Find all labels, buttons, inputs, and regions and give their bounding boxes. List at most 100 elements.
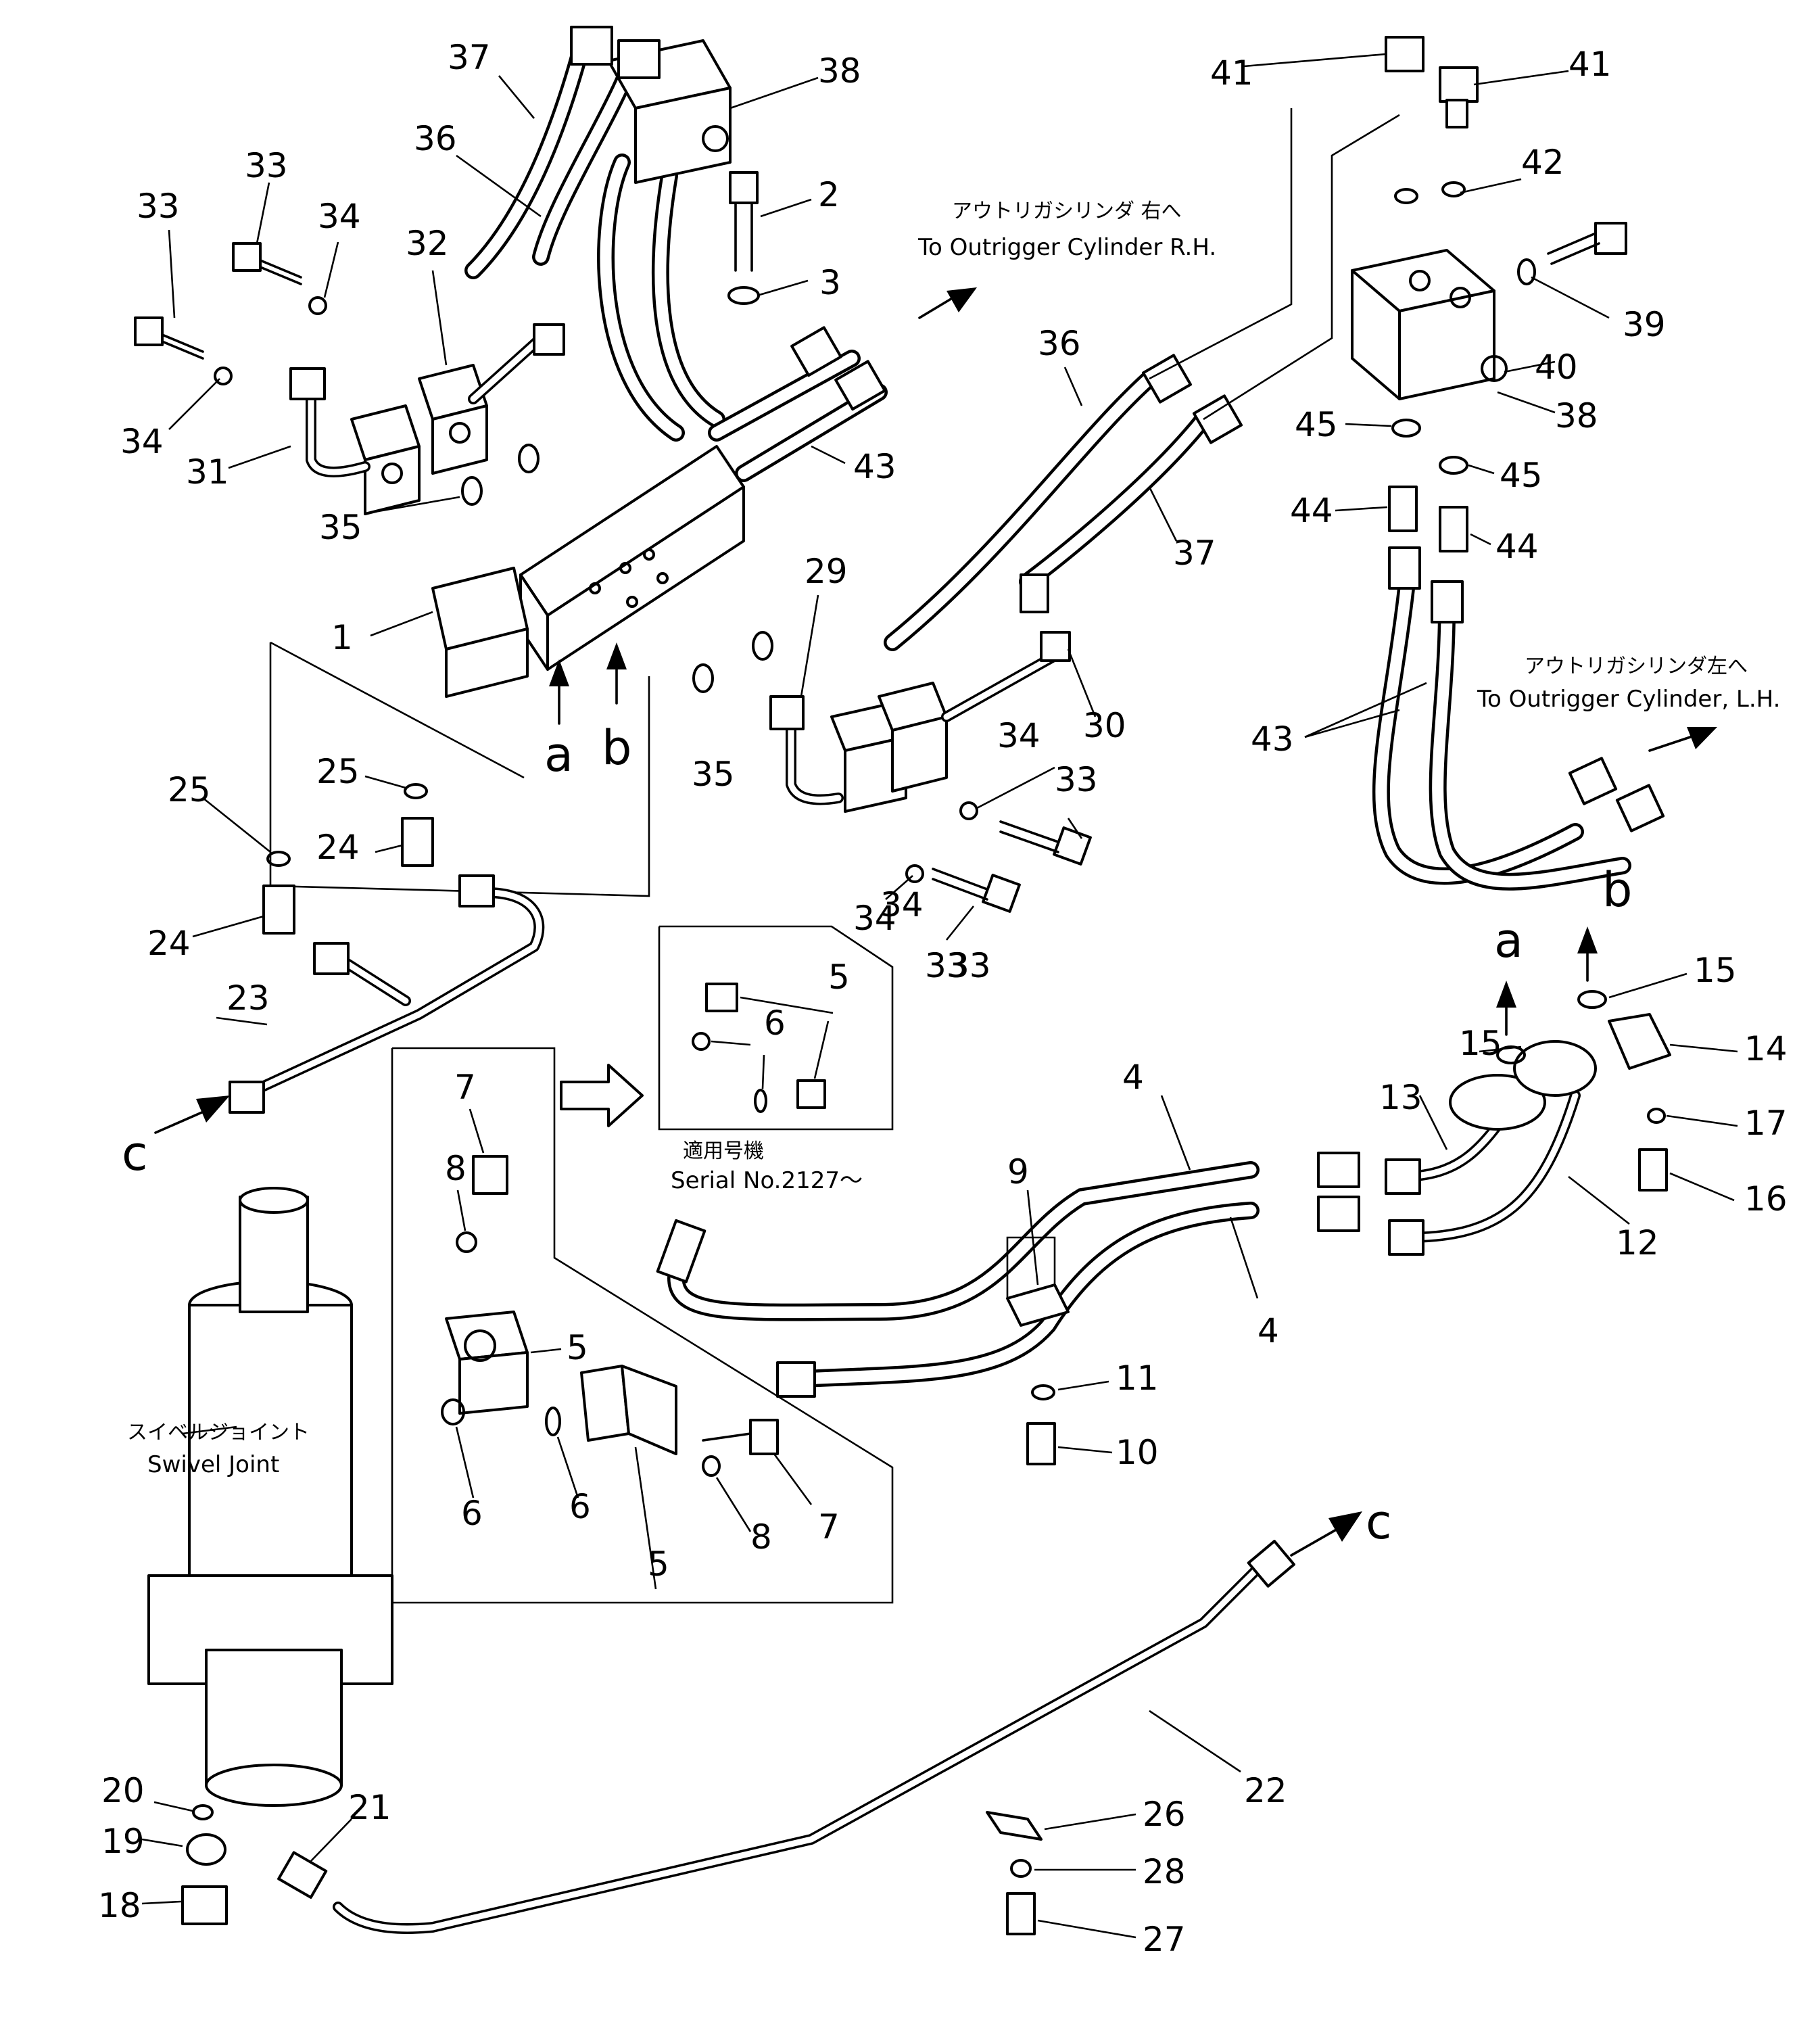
callout-7: 7 [818,1507,840,1547]
flange [1513,1040,1597,1097]
callout-41: 41 [1568,45,1612,84]
leader-lines [141,53,1738,1939]
callout-16: 16 [1744,1179,1788,1219]
callout-24: 24 [316,828,360,867]
control-valve-group [134,26,888,897]
callout-35: 35 [319,508,362,547]
o-ring [461,476,483,506]
bolt [749,1419,779,1455]
bolt [134,316,204,360]
elbow [289,367,326,400]
swivel-joint [147,1187,393,1925]
callout-15: 15 [1694,951,1737,990]
callout-5: 5 [648,1544,669,1584]
washer [1031,1384,1055,1400]
washer [214,367,233,385]
callout-1: 1 [331,618,353,657]
elbow-fitting [1385,36,1424,72]
callout-14: 14 [1744,1029,1788,1068]
callout-10: 10 [1116,1433,1159,1472]
callout-34: 34 [853,899,896,938]
o-ring [1439,456,1468,475]
callout-25: 25 [168,770,211,809]
o-ring [441,1398,465,1425]
lh-label-jp: アウトリガシリンダ左へ [1525,655,1748,678]
bolt [1638,1148,1668,1192]
bolt [472,1155,508,1195]
callout-38: 38 [1555,396,1598,435]
callout-41: 41 [1210,53,1253,93]
pipe-clamp [986,1811,1043,1841]
callout-40: 40 [1535,348,1578,387]
callout-12: 12 [1616,1223,1659,1263]
callout-3: 3 [819,263,841,302]
inset-frame [658,925,894,1131]
callout-34: 34 [880,885,924,924]
o-ring [752,631,773,661]
tee-fitting [262,885,295,935]
callout-33: 33 [1055,760,1098,799]
callout-24: 24 [147,924,191,963]
callout-37: 37 [1173,534,1216,573]
o-ring [1391,419,1421,438]
connection-letter-a: a [1494,913,1523,968]
callout-27: 27 [1143,1920,1186,1959]
callout-25: 25 [316,752,360,791]
connection-letter-c: c [122,1126,148,1181]
pipe-22-group [333,1511,1362,1935]
callout-34: 34 [318,197,361,236]
callout-33: 33 [925,946,968,985]
callout-44: 44 [1495,527,1539,566]
callout-23: 23 [226,978,270,1018]
connector [1388,486,1418,532]
connection-letter-b: b [602,720,631,776]
connector [1439,506,1468,552]
callout-7: 7 [454,1068,476,1107]
o-ring [1496,1045,1526,1064]
leader-bracket [270,641,525,779]
labels: アウトリガシリンダ 右へ To Outrigger Cylinder R.H. … [98,38,1788,1959]
washer [308,296,327,315]
callout-44: 44 [1290,491,1333,530]
callout-33: 33 [948,946,991,985]
callout-2: 2 [818,175,840,214]
callout-4: 4 [1258,1311,1279,1350]
connection-letter-c: c [1366,1494,1392,1550]
flange-block [445,1311,529,1361]
callout-21: 21 [348,1788,391,1827]
washer [456,1231,477,1253]
lh-label-en: To Outrigger Cylinder, L.H. [1477,686,1780,713]
serial-label-en: Serial No.2127～ [671,1167,863,1194]
callout-6: 6 [764,1004,786,1043]
callout-20: 20 [101,1771,145,1810]
washer [702,1455,721,1477]
o-ring [404,783,428,799]
o-ring [1577,990,1607,1009]
elbow-fitting [1439,66,1479,103]
mounting-flange-group [769,631,1092,913]
washer [1647,1108,1666,1124]
rh-block-group [1351,36,1665,891]
callout-28: 28 [1143,1852,1186,1891]
callout-31: 31 [186,452,229,492]
callout-42: 42 [1521,143,1564,182]
pilot-line-group [154,783,545,1134]
bolt [1026,1422,1056,1465]
o-ring [192,1804,214,1820]
bolt [729,171,759,204]
detail-arrow [560,1064,644,1127]
o-ring [518,444,540,473]
swivel-label-en: Swivel Joint [147,1451,279,1478]
callout-33: 33 [137,187,180,226]
washer [1010,1859,1032,1878]
callout-43: 43 [1251,720,1294,759]
callout-6: 6 [461,1494,483,1533]
callout-18: 18 [98,1886,141,1925]
plug [186,1833,226,1866]
o-ring [266,851,291,867]
elbow [533,323,565,356]
callout-6: 6 [569,1487,591,1526]
callout-43: 43 [853,447,896,486]
bolt [232,242,302,285]
